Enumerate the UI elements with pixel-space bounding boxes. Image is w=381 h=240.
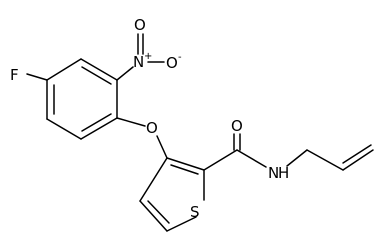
bond-c-n-amide <box>236 149 267 168</box>
amide-hydrogen-label: H <box>278 164 289 182</box>
benzene-ring <box>46 58 118 140</box>
bond-c-o-ether <box>116 117 146 127</box>
double-bond-inner <box>147 200 170 224</box>
nitro-oxygen-top-label: O <box>134 16 146 34</box>
nitro-positive-charge: + <box>144 51 152 62</box>
nitro-nitrogen-label: N <box>133 53 144 71</box>
double-bond-inner <box>170 164 199 175</box>
double-bond-inner <box>81 113 112 132</box>
nitro-negative-charge: - <box>178 52 182 63</box>
thiophene-ring <box>139 157 205 232</box>
nitro-oxygen-side-label: O <box>166 54 178 72</box>
chemical-structure-diagram: F N + O O - O S O N H <box>10 16 374 232</box>
bond <box>46 58 82 81</box>
thiophene-sulfur-label: S <box>190 203 200 221</box>
bond <box>139 157 168 202</box>
bond-n-ch2 <box>286 149 308 167</box>
bond-o-thiophene <box>156 135 168 159</box>
bond-ch-ch2-double-inner <box>342 144 372 164</box>
bond-ch-ch2-double <box>342 149 374 171</box>
bond-c-n <box>116 66 134 81</box>
bond <box>46 118 82 140</box>
bond-c-carbonyl <box>203 149 238 171</box>
ether-oxygen-label: O <box>146 119 158 137</box>
fluorine-label: F <box>10 66 19 84</box>
amide-nitrogen-label: N <box>268 164 279 182</box>
bond <box>80 58 118 81</box>
bond-c-f <box>26 73 48 81</box>
carbonyl-oxygen-label: O <box>231 117 243 135</box>
bond <box>166 216 197 232</box>
bond <box>166 157 205 171</box>
bond-ch2-ch <box>306 149 344 171</box>
bond <box>80 117 118 140</box>
bond <box>139 200 168 232</box>
double-bond-inner <box>81 66 112 85</box>
